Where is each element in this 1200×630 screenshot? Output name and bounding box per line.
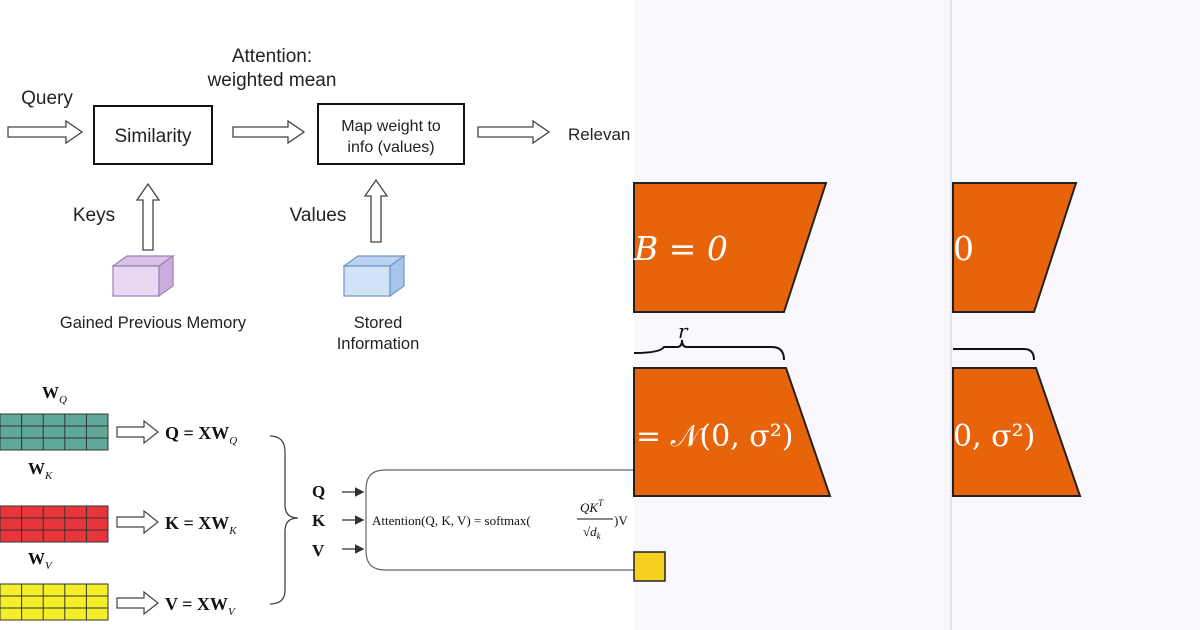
matrix-a-shape-2: [952, 367, 1082, 497]
formula-suffix: )V: [614, 513, 628, 528]
formula-box: [365, 469, 641, 571]
matrix-body: [0, 413, 109, 451]
lora-panel-2: 0 0, σ²): [952, 182, 1082, 497]
matrix-b-shape-2: [952, 182, 1078, 313]
input-v: V: [312, 541, 325, 560]
v-equation: V = XWV: [165, 594, 236, 618]
rank-brace-2: [953, 348, 1035, 361]
matrix-b-equation-2: 0: [953, 229, 974, 268]
formula-numerator: QKT: [580, 498, 604, 515]
matrix-a-equation: = 𝒩(0, σ²): [636, 419, 794, 454]
wq-arrow-icon: [116, 419, 159, 445]
input-k: K: [312, 511, 326, 530]
matrix-b-equation: B = 0: [633, 229, 728, 268]
keys-up-arrow-icon: [135, 182, 161, 251]
map-weight-box: [317, 103, 465, 165]
right-background: [634, 0, 1200, 630]
qkv-diagram: WQ WK WV Q = XWQ K = XWK V = XWV Q K V A…: [0, 383, 641, 621]
relevance-label: Relevan: [568, 125, 630, 144]
rank-label: r: [678, 319, 689, 343]
values-up-arrow-icon: [363, 178, 389, 243]
k-equation: K = XWK: [165, 513, 237, 537]
map-weight-line2: info (values): [347, 139, 434, 156]
matrix-a-equation-2: 0, σ²): [953, 419, 1035, 454]
keys-label: Keys: [73, 205, 115, 226]
stored-info-cube-icon: [342, 254, 406, 298]
matrix-body: [0, 583, 109, 621]
similarity-box: [93, 105, 213, 165]
wv-matrix: [0, 583, 109, 621]
wq-matrix: [0, 413, 109, 451]
attention-flow-diagram: Attention: weighted mean Query Similarit…: [7, 46, 630, 353]
wq-label: WQ: [42, 383, 67, 406]
matrix-a-shape: [633, 367, 832, 497]
flow-title-line2: weighted mean: [207, 70, 337, 91]
stored-caption-line1: Stored: [354, 314, 403, 332]
q-equation: Q = XWQ: [165, 423, 237, 447]
query-label: Query: [21, 88, 73, 109]
wk-matrix: [0, 505, 109, 543]
stored-caption-line2: Information: [337, 335, 420, 353]
wv-label: WV: [28, 549, 53, 572]
small-yellow-box: [633, 551, 666, 582]
query-arrow-icon: [7, 119, 84, 145]
similarity-label: Similarity: [114, 126, 192, 147]
formula-prefix: Attention(Q, K, V) = softmax(: [372, 513, 531, 528]
map-to-relevance-arrow-icon: [477, 119, 551, 145]
lora-panel-1: B = 0 r = 𝒩(0, σ²): [633, 182, 832, 582]
wk-arrow-icon: [116, 509, 159, 535]
values-label: Values: [290, 205, 347, 226]
wk-label: WK: [28, 459, 53, 482]
input-q: Q: [312, 482, 325, 501]
flow-title-line1: Attention:: [232, 46, 312, 67]
matrix-body: [0, 505, 109, 543]
similarity-to-map-arrow-icon: [232, 119, 306, 145]
formula-denominator: √dk: [583, 524, 602, 541]
map-weight-line1: Map weight to: [341, 118, 441, 135]
wv-arrow-icon: [116, 590, 159, 616]
memory-cube-icon: [111, 254, 175, 298]
memory-caption: Gained Previous Memory: [60, 314, 247, 332]
matrix-b-shape: [633, 182, 828, 313]
qkv-brace: [269, 435, 299, 605]
rank-brace: [633, 339, 785, 361]
